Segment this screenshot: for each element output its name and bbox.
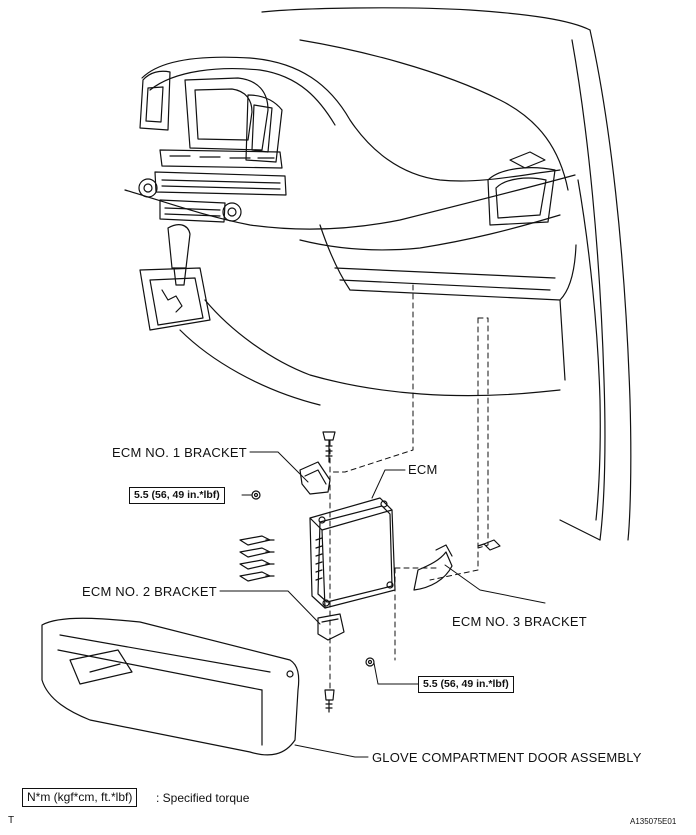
glovebox-opening: [179, 224, 577, 406]
ecm-body: [309, 497, 396, 609]
figure-id: A135075E01: [630, 817, 677, 826]
bolt-top: [322, 431, 336, 463]
screw-right: [477, 539, 501, 551]
door-edge: [559, 179, 601, 541]
label-ecm-no2-bracket: ECM NO. 2 BRACKET: [82, 584, 217, 599]
label-glove-compartment-door-assembly: GLOVE COMPARTMENT DOOR ASSEMBLY: [372, 750, 642, 765]
nut-upper: [251, 490, 261, 500]
footer-mark: T: [8, 815, 15, 826]
shift-lever: [139, 224, 211, 331]
windshield-frame: [261, 7, 632, 541]
label-ecm: ECM: [408, 462, 438, 477]
torque-spec-lower: 5.5 (56, 49 in.*lbf): [418, 676, 514, 693]
glove-compartment-door: [41, 617, 300, 756]
passenger-vent: [487, 151, 556, 226]
ecm-no1-bracket-shape: [299, 461, 331, 495]
legend-specified-torque-text: : Specified torque: [156, 791, 250, 805]
leader-lines: [219, 451, 546, 758]
center-console: [138, 70, 287, 223]
nut-lower: [365, 657, 375, 667]
legend-torque-unit-box: N*m (kgf*cm, ft.*lbf): [22, 788, 138, 807]
label-ecm-no3-bracket: ECM NO. 3 BRACKET: [452, 614, 587, 629]
ecm-connectors: [239, 535, 275, 582]
torque-spec-upper: 5.5 (56, 49 in.*lbf): [129, 487, 225, 504]
ecm-no2-bracket-shape: [317, 613, 345, 641]
label-ecm-no1-bracket: ECM NO. 1 BRACKET: [112, 445, 247, 460]
alignment-lines: [329, 284, 489, 691]
ecm-no3-bracket-shape: [413, 544, 453, 591]
bolt-bottom: [324, 689, 335, 713]
